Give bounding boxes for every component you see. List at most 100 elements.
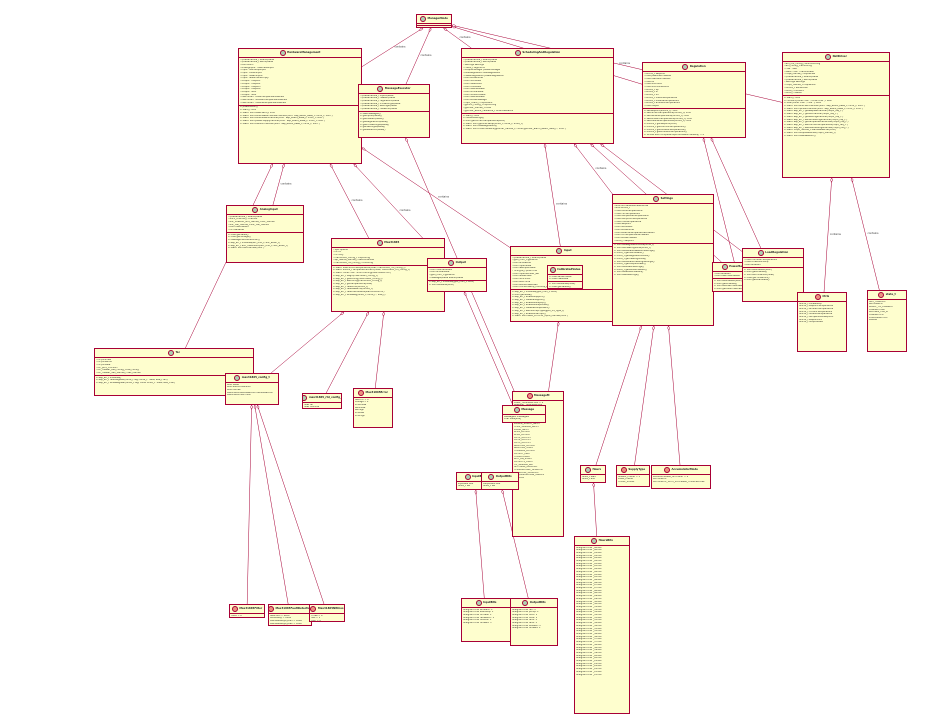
relation-line xyxy=(593,482,597,537)
class-name: SchedulingAndRegulation xyxy=(522,50,561,54)
class-box-analog-input[interactable]: AnalogInput- QueueHandle_t eventQueue- a… xyxy=(226,205,304,263)
class-name: LoadRegulation xyxy=(765,250,789,254)
relation-label: contains xyxy=(595,166,607,170)
class-stereotype-icon xyxy=(464,474,471,480)
relation-line xyxy=(375,311,385,389)
class-box-message-exec[interactable]: MessageExecutor- QueueHandle_t inputQueu… xyxy=(358,84,430,138)
class-method: + uint16_t getAmbientTemperature() xyxy=(644,131,687,134)
class-field: unsigned char _03h30 xyxy=(576,565,602,568)
class-field: unsigned char _15h00 xyxy=(576,627,602,630)
class-name: ManagerNode xyxy=(427,16,448,20)
class-method: + esp_err_t enablePullupDown() xyxy=(512,304,549,307)
composition-diamond xyxy=(474,489,478,496)
class-box-load-reg[interactable]: LoadRegulation- float fromStartTemperatu… xyxy=(742,248,804,302)
class-method: + static void wifiEventHandler(void* esp… xyxy=(784,105,865,108)
class-field: RTDLow xyxy=(355,412,365,415)
class-box-net-driver[interactable]: NetDriver - wifi_init_config_t wifiInitCo… xyxy=(782,52,890,178)
class-field: - wifi_init_config_t wifiInitConfig xyxy=(784,62,821,65)
class-field: - int pinPeriod xyxy=(96,361,112,364)
class-field: - mqtt_client_t mqttClient xyxy=(463,101,493,104)
class-field: - AnalogInput* loadCellsInput xyxy=(240,66,274,69)
class-name: InputBits xyxy=(472,474,486,478)
class-field: - adc_cali_handle_t adc_cali_handle xyxy=(228,223,269,226)
class-method: + setInsideTemperature(uint16_t): void xyxy=(644,115,690,118)
class-field: - wifi_config_t wifiConfig xyxy=(784,65,812,68)
class-field: unsigned char _20h30 xyxy=(576,657,602,660)
enum-stereotype-icon xyxy=(664,467,671,473)
composition-diamond xyxy=(543,143,547,149)
class-field: - uint16_t ambientTemperature xyxy=(644,102,680,105)
class-field: - bool invertedState xyxy=(429,268,452,271)
class-box-calibration[interactable]: CalibratedValue+ float sensorValue+ floa… xyxy=(547,265,583,289)
class-box-settings[interactable]: Settings- Nvs nvs defaultsPreferences- N… xyxy=(612,194,714,326)
class-field: char data[200] xyxy=(504,418,522,421)
class-method: + esp_err_t readFaultStatus(Max31865Erro… xyxy=(333,291,385,294)
class-field: - bool caliEnabled xyxy=(228,226,249,229)
class-method: + uint16_t getSetpoint(void) xyxy=(644,123,677,126)
relation-line xyxy=(595,325,642,466)
class-box-output[interactable]: Output- bool invertedState- bool activeS… xyxy=(427,258,487,292)
class-field: - uint16_t outsideTemperature xyxy=(644,99,679,102)
class-field: ManualDelayCycle2 = 0x8C xyxy=(270,622,302,625)
class-method: + esp_err_t readRegister(uint8_t reg, ui… xyxy=(96,379,168,382)
class-field: - float frostTemperature xyxy=(614,220,642,223)
class-field: - bool onlineState xyxy=(463,90,484,93)
composition-diamond xyxy=(639,325,643,331)
class-name: Ctrls xyxy=(822,294,830,298)
class-field: - OutputManager powerManager xyxy=(463,69,501,72)
class-box-scheduling[interactable]: SchedulingAndRegulation- QueueHandle_t e… xyxy=(461,48,614,144)
class-field: unsigned char _12h00 xyxy=(576,611,602,614)
enum-stereotype-icon xyxy=(814,294,821,300)
class-method: + void setValue(bool) xyxy=(429,284,454,287)
class-field: - uint8_t Setpoint xyxy=(614,239,634,242)
relation-label: contains xyxy=(351,198,363,202)
class-field: - float tempBoostTemperature xyxy=(614,215,649,218)
class-method: + esp_err_t writeReg(uint8_t, uint8_t*, … xyxy=(333,293,386,296)
class-field: ERROR xyxy=(869,319,878,322)
class-field: - Input* boilerInput xyxy=(240,72,262,75)
class-method: + bool getEnabled() xyxy=(714,282,738,285)
class-box-hardware[interactable]: HardwareManagement- QueueHandle_t eventQ… xyxy=(238,48,362,164)
class-method: + esp_err_t enableInterrupt() xyxy=(512,312,546,315)
class-field: unsigned char _02h00 xyxy=(576,557,602,560)
class-method: + static void ipEventHandler(void* esp_e… xyxy=(784,107,863,110)
relation-label: contains xyxy=(619,61,631,65)
class-field: - Settings settings xyxy=(463,63,484,66)
class-field: OUT3_OUTPUT xyxy=(514,442,531,445)
class-stereotype-icon xyxy=(376,240,383,246)
class-method: + getSettingsQueue() xyxy=(360,126,386,129)
relation-label: contains xyxy=(556,202,568,206)
class-box-max31865[interactable]: Max31865- SpiP spiBus- int cs- int drdy-… xyxy=(331,238,445,312)
class-fields: - wifi_init_config_t wifiInitConfig- wif… xyxy=(783,62,889,95)
class-methods: + start(): void+ reloadSettings()+ bool … xyxy=(462,113,613,131)
class-field: - httpd_handle_t httpServer xyxy=(784,84,816,87)
composition-diamond xyxy=(710,137,714,143)
class-field: unsigned char _06h30 xyxy=(576,581,602,584)
class-name: NetDriver xyxy=(832,54,847,58)
class-box-regulation[interactable]: Regulation- uint32_t setpoint- float pGa… xyxy=(642,62,746,138)
class-fields: - QueueHandle_t eventQueue- gpio_num_t g… xyxy=(511,256,617,289)
class-stereotype-icon xyxy=(448,260,455,266)
class-field: unsigned char ambient: 1 xyxy=(463,608,493,611)
class-field: TEMP_SENSOR_INPUT xyxy=(514,425,539,428)
class-fields: - bool enabled- bool overrideEnabled xyxy=(713,272,763,278)
